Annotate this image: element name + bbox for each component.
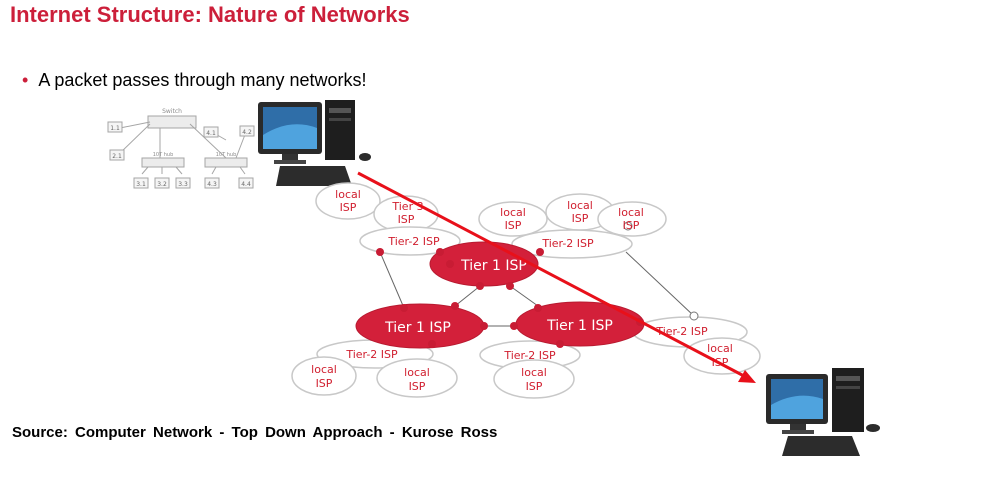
source-citation: Source: Computer Network - Top Down Appr… (12, 424, 498, 441)
local-isp-label: local (618, 206, 644, 219)
host-label: 4.2 (242, 129, 252, 136)
local-isp-node (315, 182, 381, 220)
local-isp-label: ISP (316, 377, 333, 390)
tier3-isp-label: ISP (398, 213, 415, 226)
host-label: 3.3 (178, 181, 188, 188)
destination-computer-icon (766, 368, 880, 456)
local-isp-label: ISP (572, 212, 589, 225)
host-label: 1.1 (110, 125, 120, 132)
tier2-label: Tier-2 ISP (541, 237, 594, 250)
local-isp-label: local (521, 366, 547, 379)
hub-device-right (204, 157, 248, 168)
local-isp-node (291, 356, 357, 396)
hub-label-left: 10T hub (153, 152, 174, 158)
packet-path-arrow (357, 171, 756, 383)
local-isp-label: ISP (409, 380, 426, 393)
local-isp-node (683, 337, 761, 375)
page-title: Internet Structure: Nature of Networks (10, 2, 410, 27)
local-isp-node (493, 359, 575, 399)
host-label: 4.3 (207, 181, 217, 188)
bullet-text: A packet passes through many networks! (38, 70, 367, 90)
tier1-label: Tier 1 ISP (460, 258, 527, 274)
host-label: 3.2 (157, 181, 167, 188)
switch-device (147, 115, 197, 129)
source-computer-icon (258, 100, 371, 186)
host-label: 4.4 (241, 181, 251, 188)
local-isp-label: local (335, 188, 361, 201)
tier2-label: Tier-2 ISP (387, 235, 440, 248)
router-dots (376, 248, 644, 348)
tier1-label: Tier 1 ISP (384, 320, 451, 336)
local-isp-label: local (500, 206, 526, 219)
lan-topology: Switch 10T hub 10T hub (107, 108, 255, 189)
local-isp-label: local (311, 363, 337, 376)
local-isp-label: ISP (340, 201, 357, 214)
host-label: 3.1 (136, 181, 146, 188)
local-isp-label: local (707, 342, 733, 355)
host-label: 4.1 (206, 130, 216, 137)
local-isp-label: ISP (623, 219, 640, 232)
tier2-label: Tier-2 ISP (345, 348, 398, 361)
local-isp-node (478, 201, 548, 237)
bullet-icon: • (22, 70, 29, 90)
local-isp-node (376, 358, 458, 398)
switch-label: Switch (162, 108, 182, 115)
hub-device-left (141, 157, 185, 168)
local-isp-label: local (404, 366, 430, 379)
host-label: 2.1 (112, 153, 122, 160)
local-isp-label: local (567, 199, 593, 212)
local-isp-node (597, 201, 667, 237)
tier2-label: Tier-2 ISP (503, 349, 556, 362)
local-isp-label: ISP (505, 219, 522, 232)
tier2-isp-node (359, 226, 461, 256)
hub-label-right: 10T hub (216, 152, 237, 158)
bullet-item: • A packet passes through many networks! (22, 70, 367, 91)
tier2-label: Tier-2 ISP (655, 325, 708, 338)
tier1-label: Tier 1 ISP (546, 318, 613, 334)
local-isp-label: ISP (526, 380, 543, 393)
